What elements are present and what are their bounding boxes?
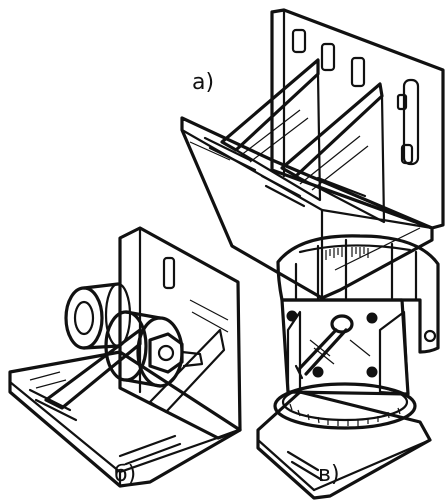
label-variant-b: б) bbox=[114, 462, 137, 487]
angle-plate-ribbed bbox=[180, 8, 445, 300]
rotary-angle-table bbox=[256, 234, 440, 500]
label-variant-v: в) bbox=[318, 462, 340, 487]
label-variant-a: а) bbox=[192, 70, 215, 95]
angle-plate-with-drum bbox=[8, 226, 242, 488]
